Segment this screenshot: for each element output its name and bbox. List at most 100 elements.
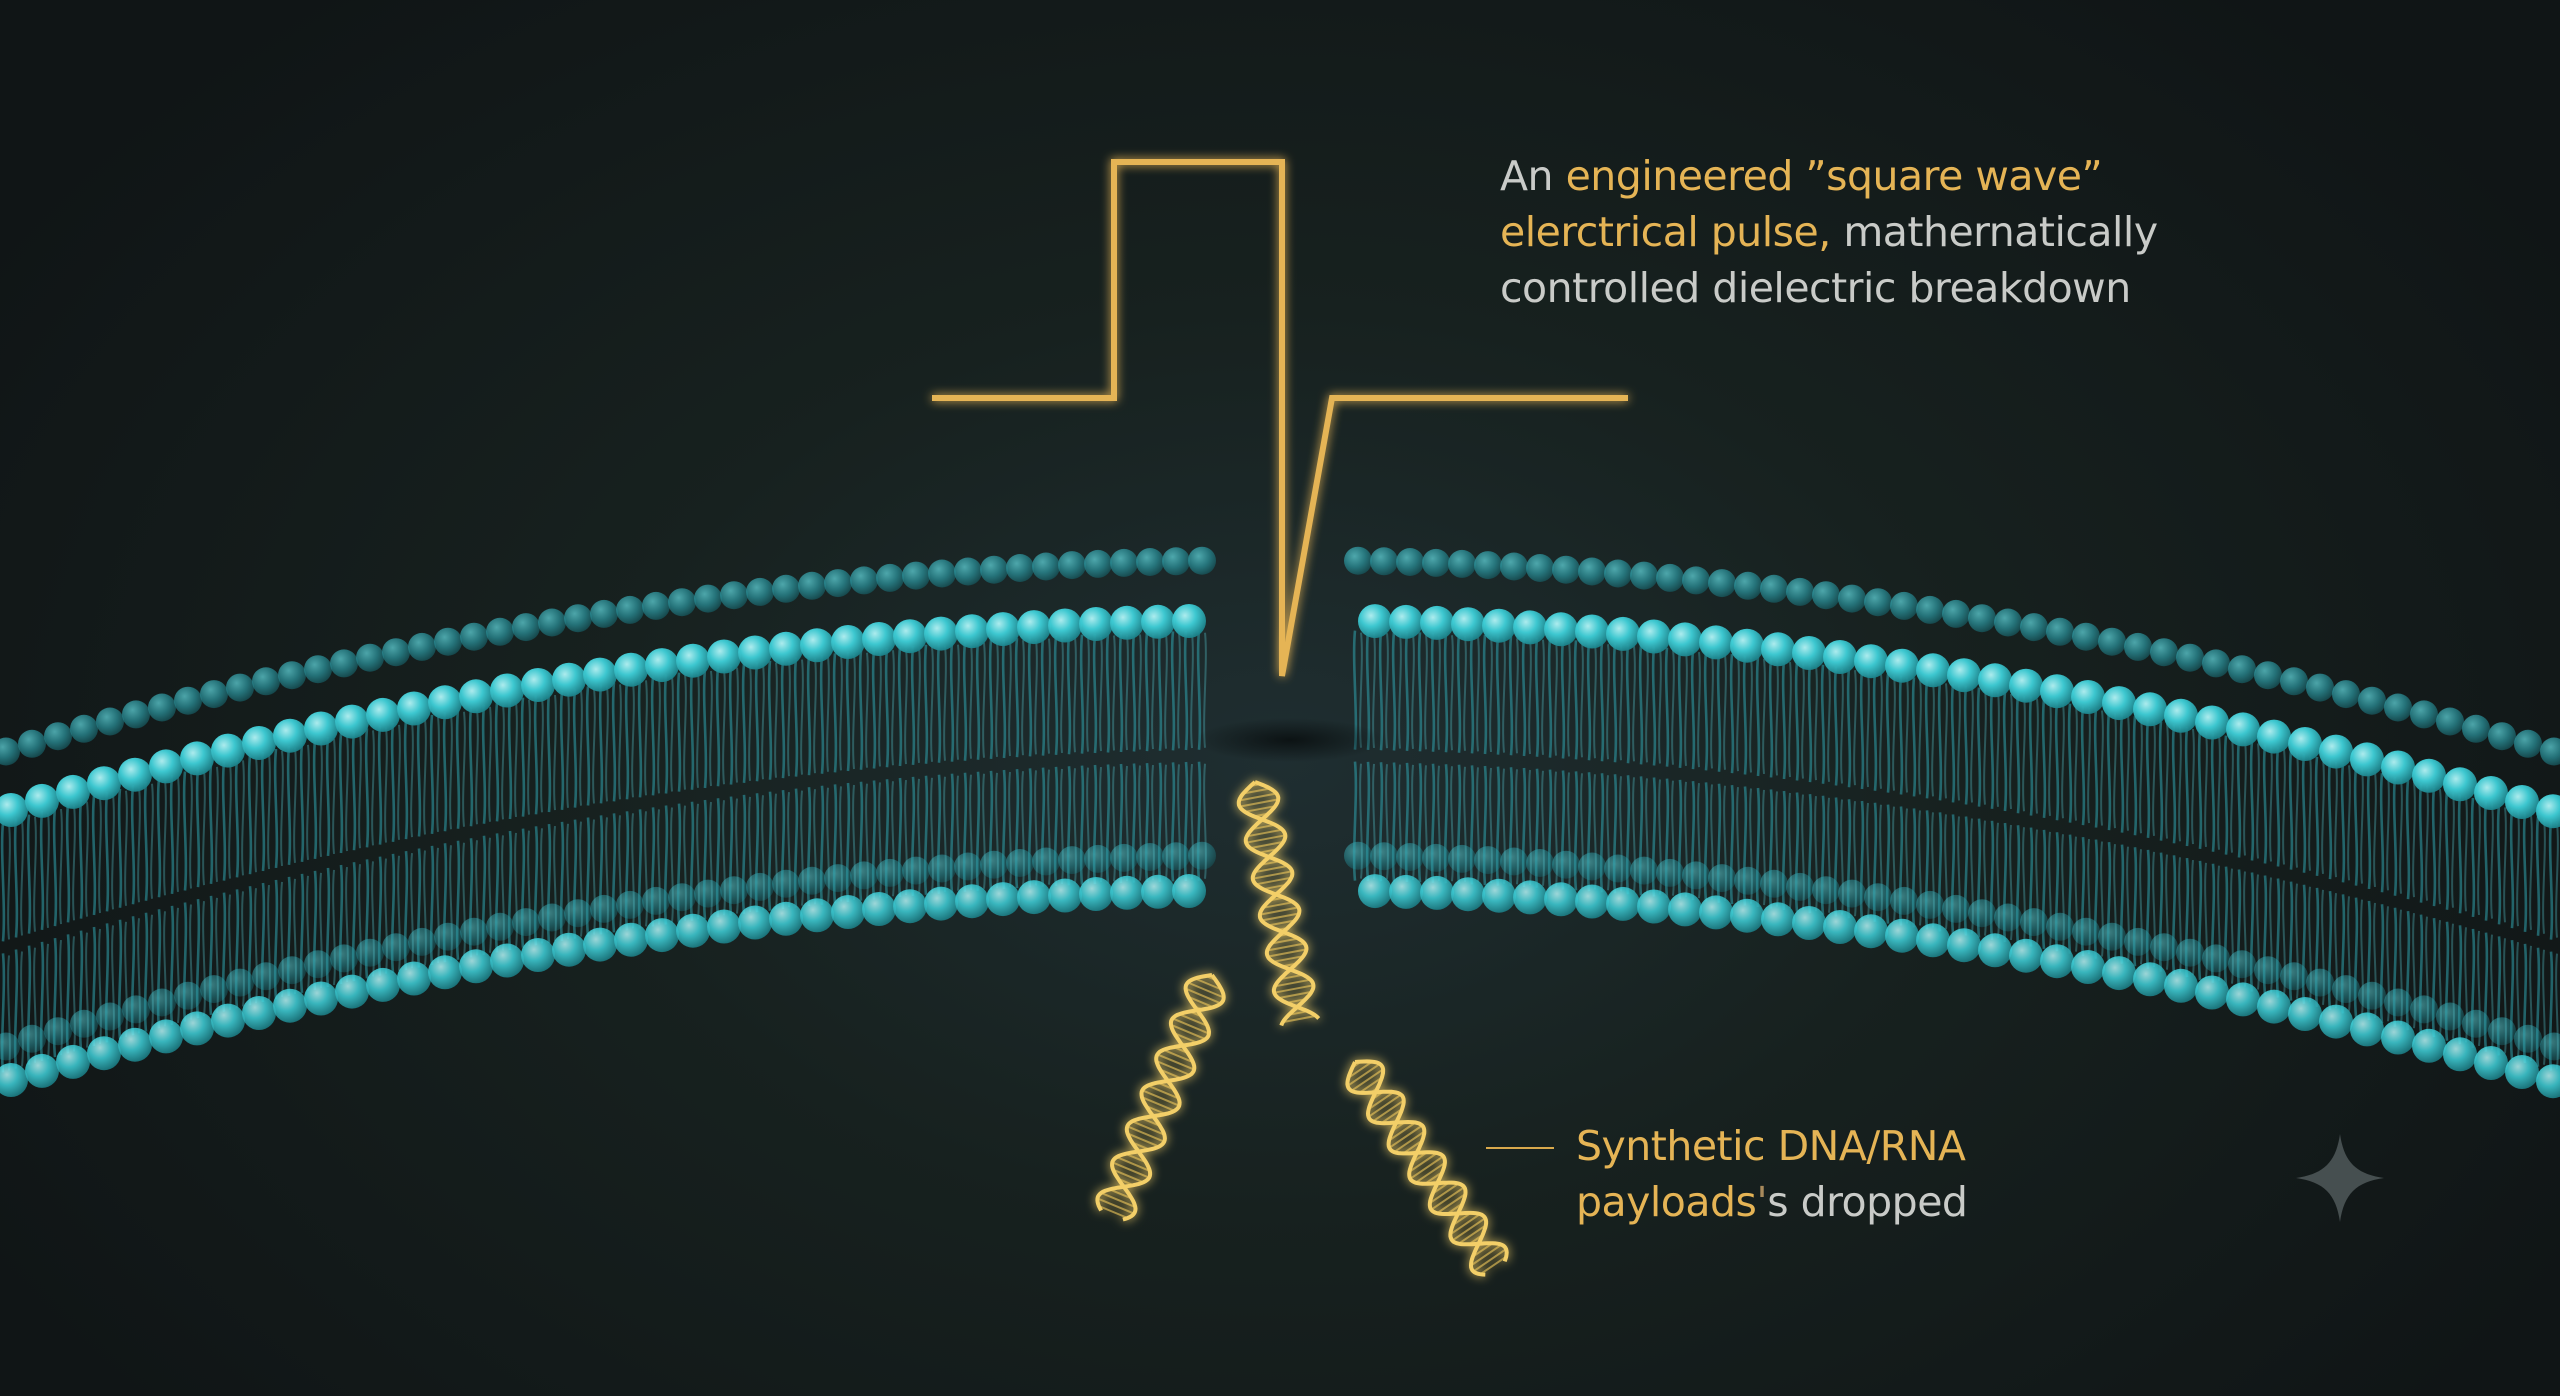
lipid-tail xyxy=(533,695,539,815)
lipid-head xyxy=(0,793,28,827)
lipid-tail xyxy=(962,772,968,892)
lipid-tail xyxy=(1073,637,1077,753)
lipid-tail xyxy=(338,864,344,985)
lipid-head xyxy=(490,943,524,978)
lipid-head xyxy=(645,918,679,953)
lipid-tail xyxy=(832,784,838,904)
lipid-tail xyxy=(455,840,461,960)
lipid-tail xyxy=(358,733,362,849)
lipid-head xyxy=(2040,944,2074,979)
lipid-tail xyxy=(1599,642,1605,762)
lipid-tail xyxy=(1196,630,1202,750)
lipid-head xyxy=(2410,700,2438,729)
lipid-head xyxy=(335,974,369,1009)
lipid-head xyxy=(2288,997,2322,1031)
lipid-tail xyxy=(1807,663,1813,783)
lipid-tail xyxy=(46,812,50,928)
lipid-tail xyxy=(572,688,578,808)
lipid-head xyxy=(616,890,644,919)
lipid-tail xyxy=(884,779,890,899)
lipid-head xyxy=(1812,876,1840,905)
lipid-head xyxy=(2358,686,2386,715)
dna-strand xyxy=(1345,1061,1489,1277)
lipid-tail xyxy=(1001,638,1007,759)
lipid-head xyxy=(434,627,462,656)
lipid-tail xyxy=(1833,797,1839,917)
lipid-head xyxy=(2046,617,2074,646)
lipid-tail xyxy=(1099,635,1103,752)
lipid-head xyxy=(2009,668,2043,703)
lipid-tail xyxy=(52,806,58,927)
lipid-tail xyxy=(442,712,448,832)
lipid-tail xyxy=(2314,756,2320,877)
lipid-tail xyxy=(429,714,435,834)
lipid-tail xyxy=(2028,827,2034,947)
lipid-tail xyxy=(559,690,565,810)
lipid-head xyxy=(1420,875,1454,910)
lipid-tail xyxy=(2334,761,2338,878)
lipid-head xyxy=(1838,879,1866,908)
lipid-tail xyxy=(1723,785,1727,901)
lipid-head xyxy=(614,652,648,687)
lipid-tail xyxy=(20,951,24,1067)
lipid-head xyxy=(2046,912,2074,941)
dna-base-pair xyxy=(1472,1242,1494,1258)
lipid-tail xyxy=(852,653,856,770)
lipid-tail xyxy=(839,786,843,902)
lipid-tail xyxy=(2399,778,2403,894)
lipid-tail xyxy=(754,662,760,782)
lipid-tail xyxy=(468,838,474,958)
lipid-tail xyxy=(364,728,370,848)
lipid-tail xyxy=(189,773,193,889)
lipid-tail xyxy=(2308,886,2312,1002)
lipid-tail xyxy=(1859,669,1865,790)
dna-base-pair xyxy=(1239,798,1279,808)
lipid-tail xyxy=(936,643,942,763)
lipid-tail xyxy=(1866,671,1870,788)
lipid-tail xyxy=(0,822,6,942)
lipid-tail xyxy=(2548,820,2554,940)
lipid-head xyxy=(1668,892,1702,927)
lipid-head xyxy=(1885,648,1919,683)
lipid-head xyxy=(1162,547,1190,576)
lipid-tail xyxy=(507,699,513,820)
lipid-tail xyxy=(241,891,245,1007)
lipid-head xyxy=(242,996,276,1030)
lipid-tail xyxy=(260,751,266,872)
lipid-tail xyxy=(1131,632,1137,752)
lipid-tail xyxy=(956,644,960,760)
lipid-tail xyxy=(2405,911,2411,1031)
lipid-tail xyxy=(1658,648,1662,764)
lipid-head xyxy=(1474,551,1502,580)
lipid-tail xyxy=(1606,644,1610,760)
lipid-head xyxy=(1136,843,1164,871)
dna-base-pair xyxy=(1141,1089,1180,1107)
lipid-tail xyxy=(1138,634,1142,750)
lipid-head xyxy=(2257,719,2291,754)
lipid-head xyxy=(2254,956,2282,985)
lipid-tail xyxy=(403,851,409,971)
lipid-head xyxy=(1474,846,1502,875)
lipid-tail xyxy=(657,809,661,925)
lipid-tail xyxy=(2262,744,2268,864)
lipid-head xyxy=(924,616,958,651)
lipid-head xyxy=(1823,640,1857,674)
lipid-tail xyxy=(969,643,973,759)
lipid-tail xyxy=(98,797,102,914)
lipid-tail xyxy=(2178,857,2182,973)
lipid-head xyxy=(521,668,555,702)
lipid-head xyxy=(1370,547,1398,576)
lipid-head xyxy=(2195,705,2229,740)
lipid-head xyxy=(490,673,524,708)
dna-base-pair xyxy=(1267,948,1307,958)
lipid-tail xyxy=(2360,899,2364,1015)
dna-base-pair xyxy=(1244,805,1276,813)
lipid-tail xyxy=(2301,753,2307,873)
lipid-tail xyxy=(1703,651,1709,771)
sparkle-icon xyxy=(2296,1134,2384,1222)
lipid-tail xyxy=(2321,758,2325,874)
lipid-head xyxy=(148,693,176,722)
lipid-head xyxy=(408,927,436,956)
lipid-head xyxy=(330,649,358,678)
lipid-head xyxy=(2020,908,2048,937)
